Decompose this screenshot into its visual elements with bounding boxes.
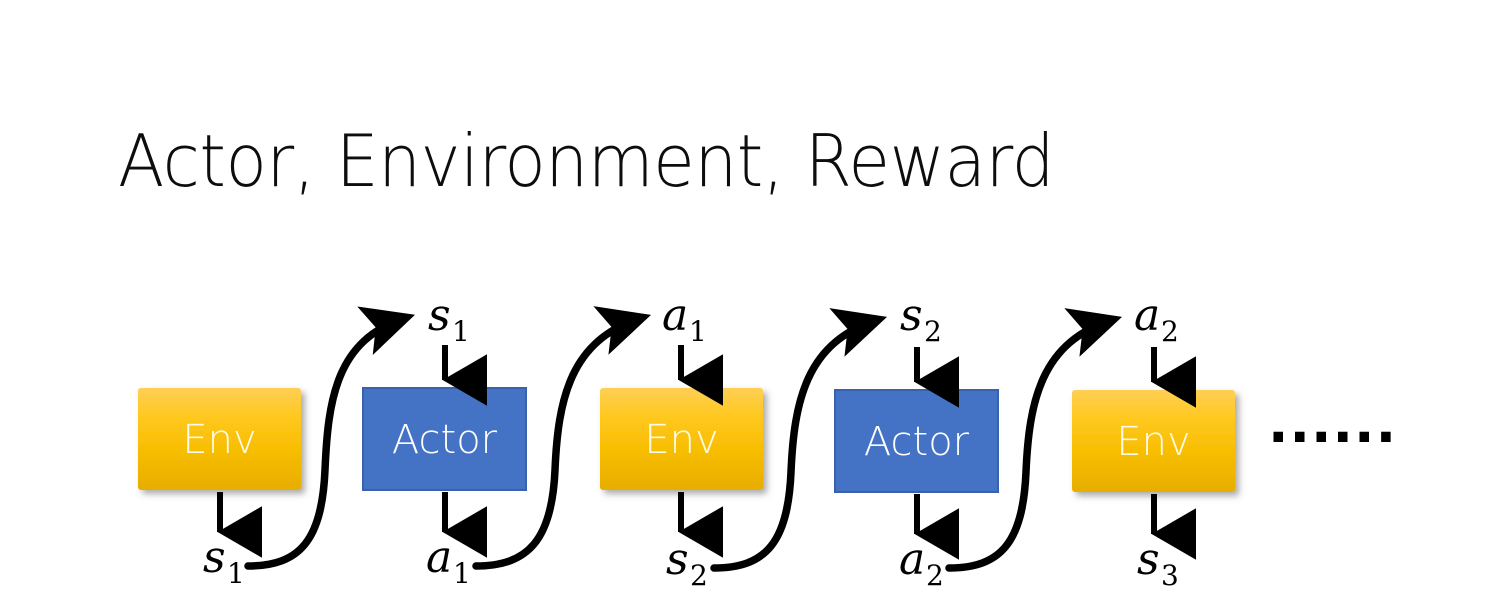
node-actor-2[interactable]: Actor [834,389,999,493]
label-base: a [426,532,452,583]
label-subscript: 2 [690,559,708,592]
curve-s2 [710,308,888,572]
label-subscript: 1 [227,557,245,590]
label-top-s2: s 2 [900,290,942,348]
label-subscript: 2 [924,315,942,348]
label-base: s [203,532,226,583]
node-label: Actor [392,417,498,463]
ellipsis-continuation: ······ [1268,406,1397,469]
node-actor-1[interactable]: Actor [362,387,527,491]
label-base: s [1137,534,1160,585]
label-base: a [662,290,688,341]
node-label: Env [644,417,718,463]
label-subscript: 2 [1161,315,1179,348]
label-top-s1: s 1 [428,290,470,348]
label-top-a1: a 1 [662,290,707,348]
label-base: s [428,290,451,341]
env-box-shape [138,388,301,490]
label-bottom-s1: s 1 [203,532,245,590]
label-base: a [899,534,925,585]
page-title: Actor, Environment, Reward [118,119,1055,203]
curve-a1 [472,306,652,570]
node-env-3[interactable]: Env [1072,390,1235,492]
node-env-1[interactable]: Env [138,388,301,490]
label-base: s [666,534,689,585]
env-box-shape [600,388,763,490]
label-subscript: 1 [452,315,470,348]
label-base: a [1134,290,1160,341]
label-bottom-a1: a 1 [426,532,471,590]
label-top-a2: a 2 [1134,290,1179,348]
label-subscript: 2 [926,559,944,592]
node-env-2[interactable]: Env [600,388,763,490]
node-label: Env [182,417,256,463]
label-subscript: 1 [689,315,707,348]
label-bottom-a2: a 2 [899,534,944,592]
label-subscript: 1 [453,557,471,590]
curve-s1 [244,306,416,570]
label-bottom-s2: s 2 [666,534,708,592]
curve-a2 [945,308,1123,572]
label-subscript: 3 [1161,559,1179,592]
node-label: Env [1116,419,1190,465]
label-bottom-s3: s 3 [1137,534,1179,592]
env-box-shape [1072,390,1235,492]
node-label: Actor [864,419,970,465]
label-base: s [900,290,923,341]
